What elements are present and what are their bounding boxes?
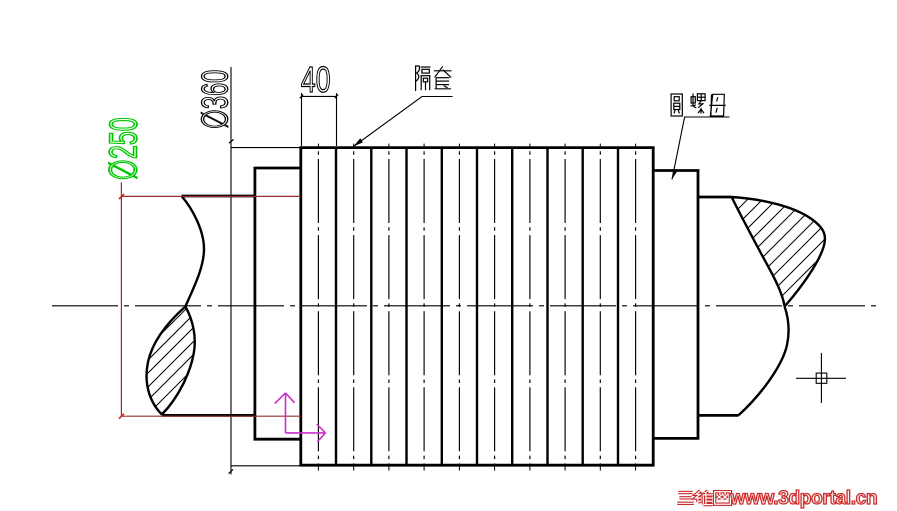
svg-text:www.3dportal.cn: www.3dportal.cn bbox=[730, 488, 878, 509]
svg-text:∅250: ∅250 bbox=[101, 117, 145, 180]
svg-text:40: 40 bbox=[301, 59, 331, 100]
svg-text:∅360: ∅360 bbox=[194, 70, 236, 130]
